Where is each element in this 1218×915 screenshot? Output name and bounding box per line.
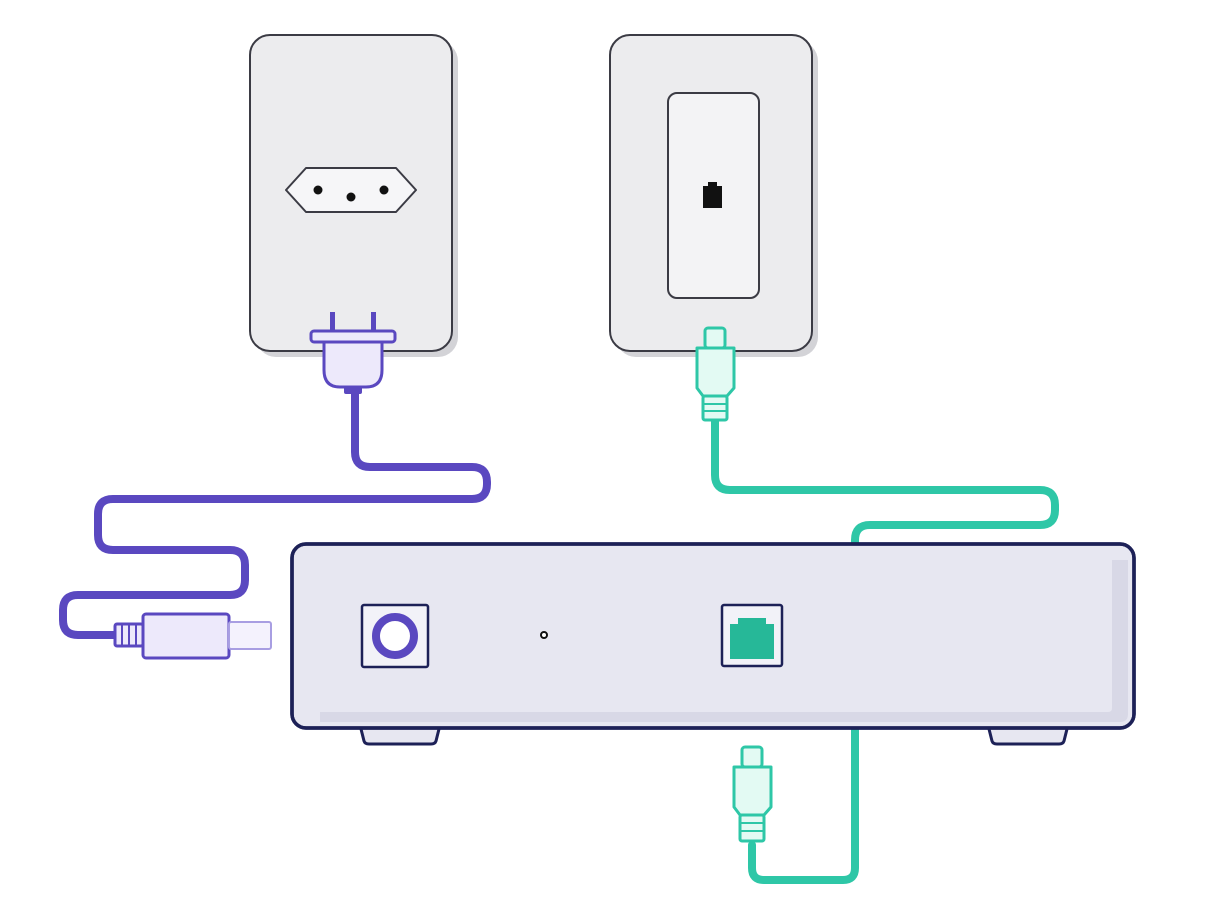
rj11-plug-icon-free [732,745,773,843]
plug-body [322,340,384,389]
phone-cable-lower [748,724,859,884]
dc-power-port-icon [360,603,430,669]
device-outline [290,542,1136,730]
barrel-plug-icon [113,612,272,660]
power-outlet-socket-icon [285,167,417,213]
power-outlet-plate [249,34,458,357]
modem-device [290,542,1136,746]
rj11-port-opening [730,618,774,659]
plug-prong-right [371,312,376,334]
rj11-wall-jack-icon [703,182,722,208]
socket-pin-left [313,185,323,195]
socket-pin-right [379,185,389,195]
barrel-body [141,612,231,660]
power-cable [59,388,491,639]
free-plug-body [732,765,773,817]
reset-pinhole-icon [540,631,548,639]
plug-strain-relief [344,386,362,394]
phone-jack-plate [609,34,818,357]
free-plug-tip [740,745,764,769]
phone-cable-upper [711,414,1059,552]
wall-plug-boot [701,394,729,422]
socket-face [285,167,417,213]
two-pin-plug-icon [309,312,397,394]
wall-plug-tip [703,326,727,350]
dc-port-center [390,631,400,641]
plug-collar [309,329,397,344]
rj11-plug-icon [695,326,736,422]
rj11-port-icon [720,603,784,668]
free-plug-boot [738,813,766,843]
barrel-tip [228,621,272,650]
socket-pin-center [346,192,356,202]
plug-prong-left [330,312,335,334]
wall-plug-body [695,346,736,398]
